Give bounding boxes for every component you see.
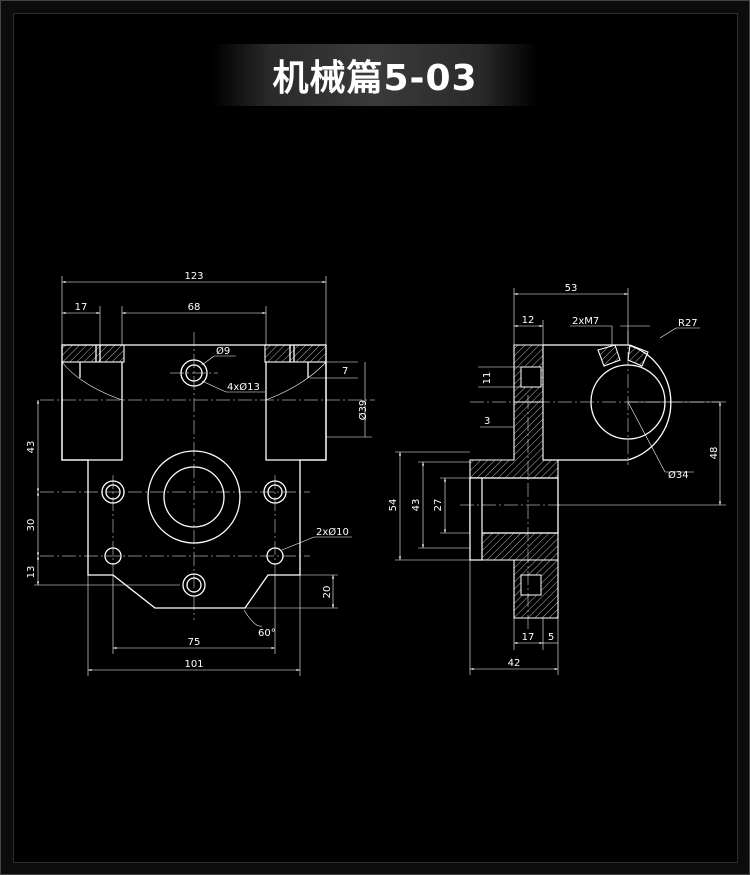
dim-20: 20	[322, 586, 333, 599]
dim-2xd10: 2xØ10	[316, 526, 349, 538]
dim-d9: Ø9	[216, 345, 230, 357]
top-left-slot	[61, 344, 125, 363]
front-view: 123 17 68 Ø9 4xØ13 7 Ø39 43 30 13	[26, 271, 375, 676]
dim-11: 11	[482, 372, 493, 385]
dim-7: 7	[342, 366, 348, 377]
dim-60deg: 60°	[258, 628, 276, 639]
dim-4xd13: 4xØ13	[227, 381, 260, 393]
dim-53: 53	[565, 283, 578, 294]
dim-101: 101	[184, 659, 203, 670]
dim-54: 54	[388, 499, 399, 512]
dim-27: 27	[433, 499, 444, 512]
dim-13: 13	[26, 566, 37, 579]
dim-123: 123	[184, 271, 203, 282]
dim-30: 30	[26, 519, 37, 532]
top-right-slot	[264, 344, 327, 363]
dim-17: 17	[75, 302, 88, 313]
dim-43-side: 43	[411, 499, 422, 512]
dim-43-front: 43	[26, 441, 37, 454]
dim-2xm7: 2xM7	[572, 316, 599, 327]
dim-17-side: 17	[522, 632, 535, 643]
drawing-title: 机械篇5-03	[212, 44, 538, 106]
side-view: 53 12 2xM7 R27 11 3 48 Ø34 54	[388, 283, 726, 675]
dim-5: 5	[548, 632, 554, 643]
dim-68: 68	[188, 302, 201, 313]
dim-3: 3	[484, 416, 490, 427]
dim-48: 48	[709, 447, 720, 460]
dim-42: 42	[508, 658, 521, 669]
dim-75: 75	[188, 637, 201, 648]
dim-12: 12	[522, 315, 535, 326]
side-body	[469, 401, 559, 479]
dim-d39: Ø39	[357, 400, 369, 421]
dim-r27: R27	[678, 318, 698, 329]
dim-d34: Ø34	[668, 469, 689, 481]
